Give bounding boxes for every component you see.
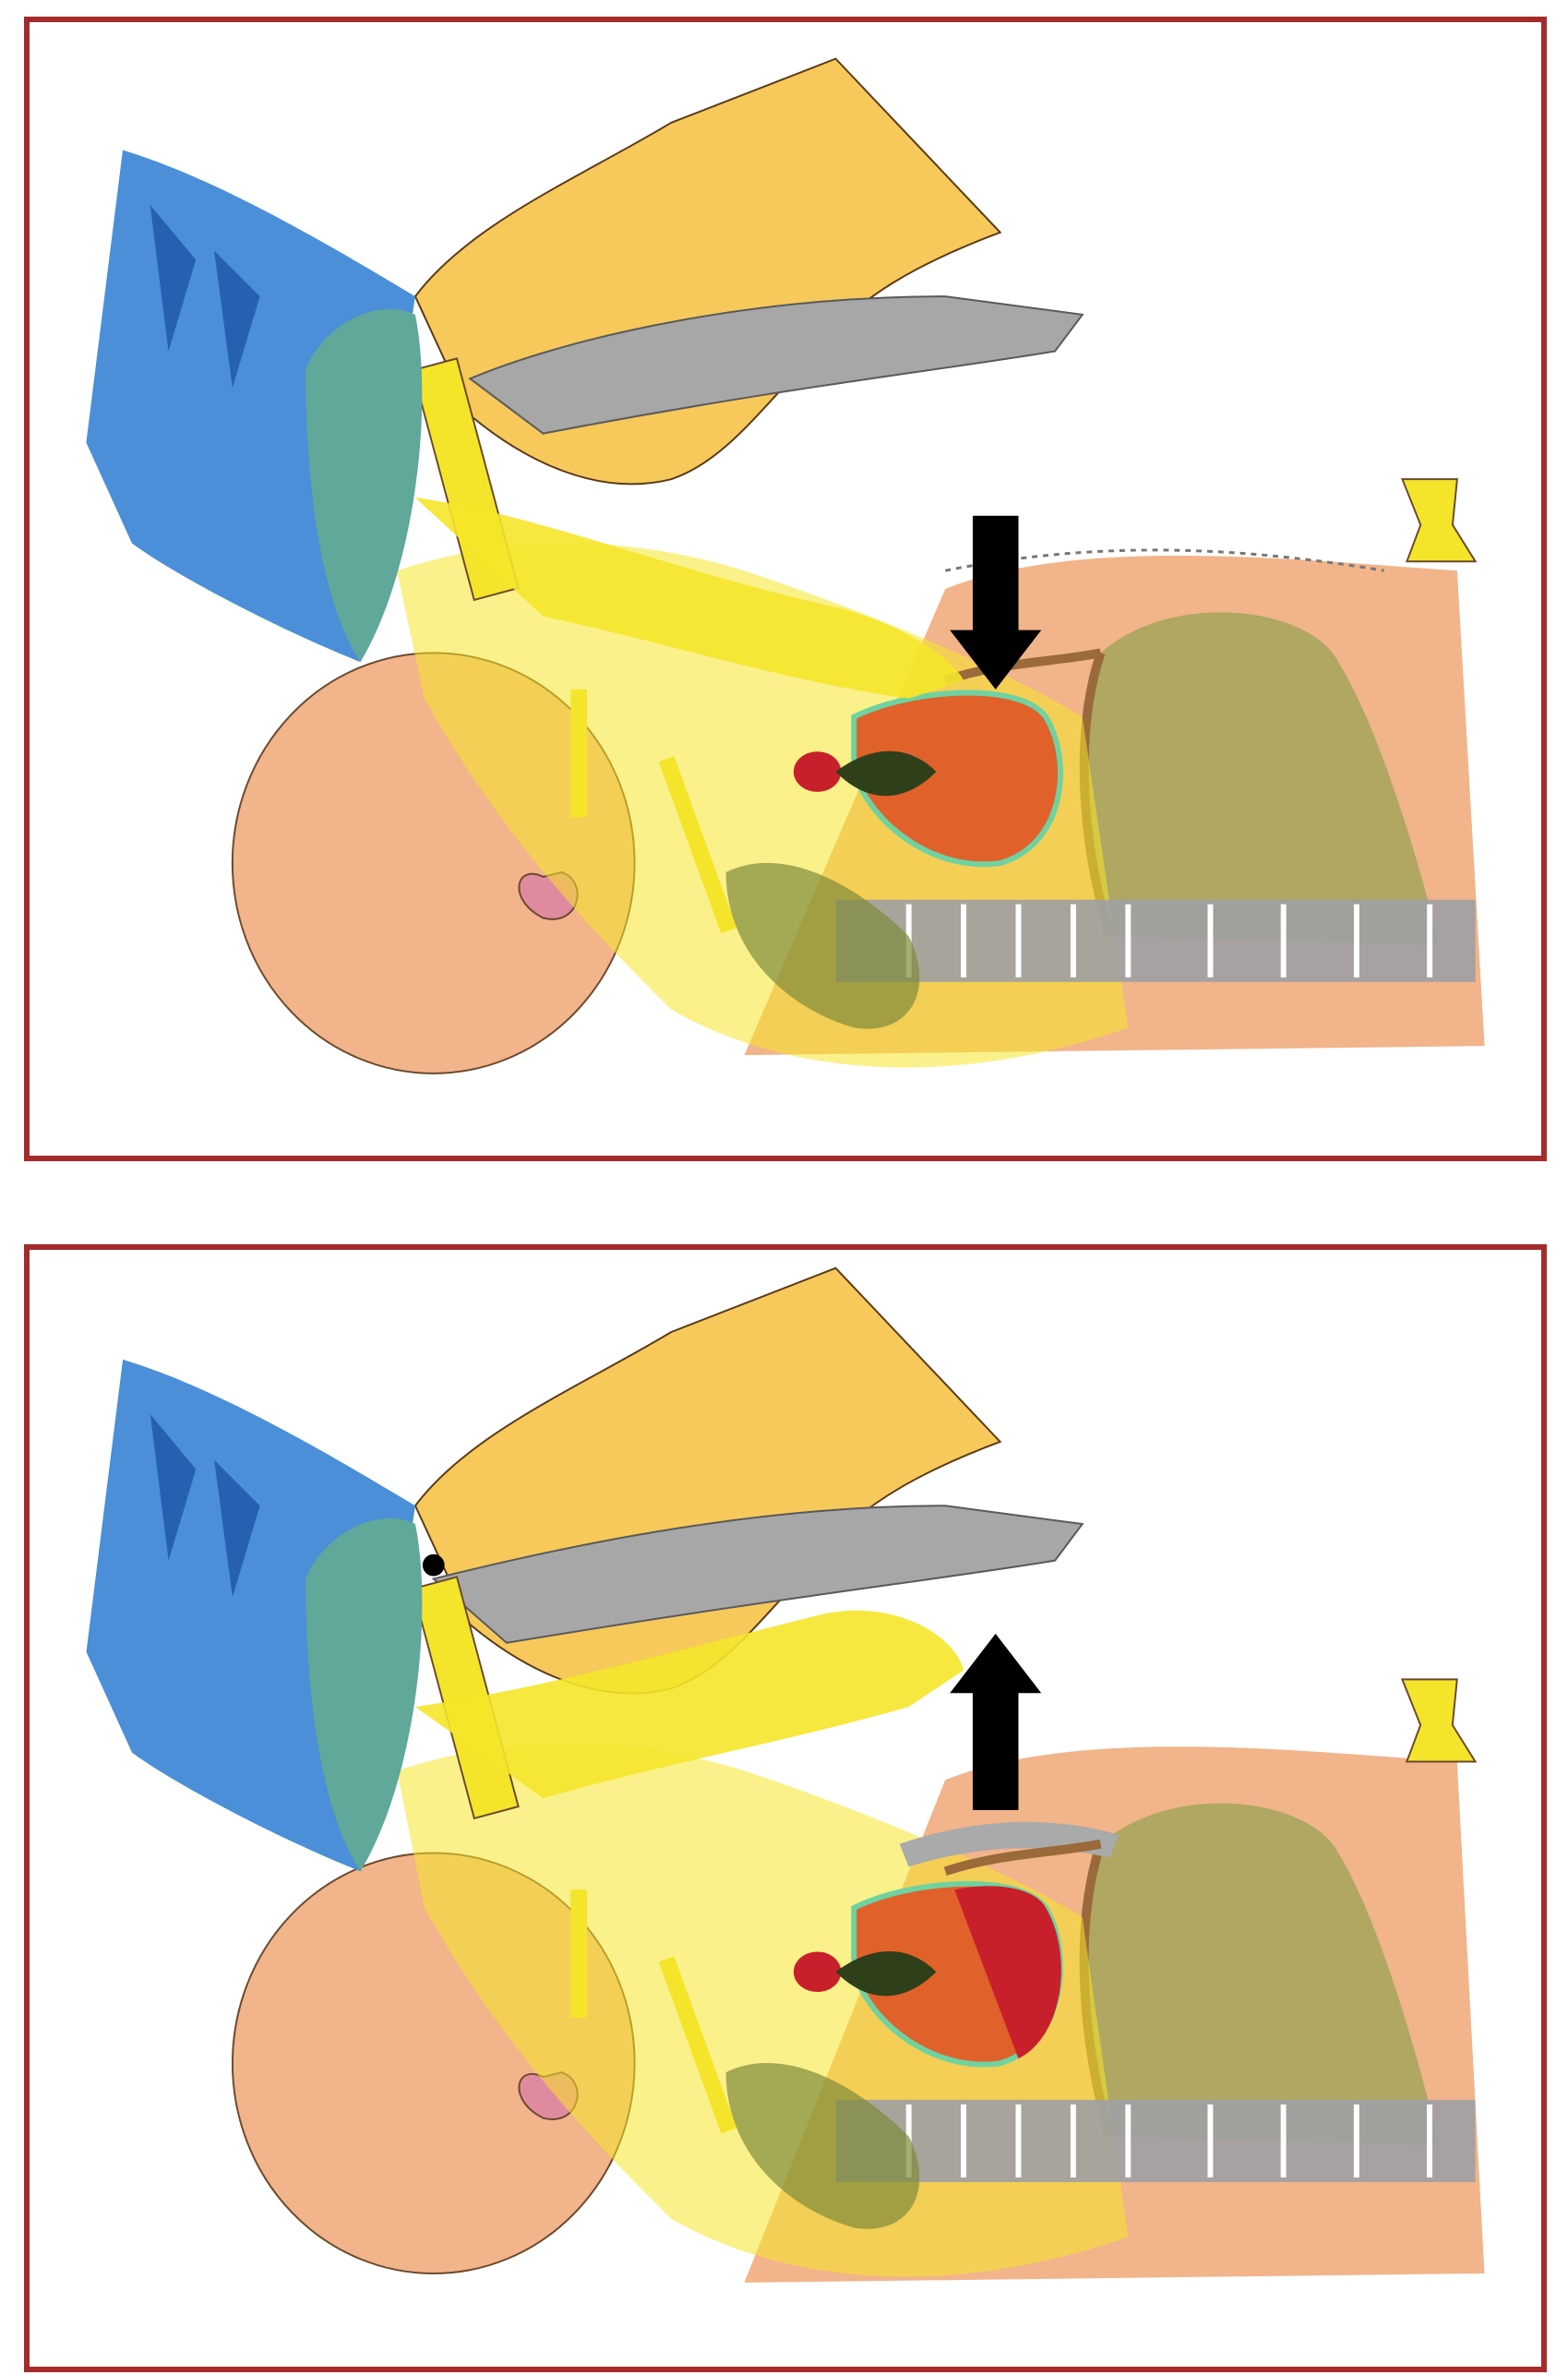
illustration-panel-bottom [24,1244,1547,2372]
heart-vessel [794,751,841,792]
structure-bar [570,1889,587,2018]
spine [835,2100,1475,2182]
intubation-illustration-bottom [30,1250,1541,2367]
spine [835,900,1475,982]
stethoscope-marker [1402,1679,1475,1761]
gloved-hand [415,59,1000,485]
stethoscope-marker [1402,479,1475,561]
intubation-illustration-top [30,22,1541,1156]
illustration-panel-top [24,17,1547,1161]
heart-vessel [794,1951,841,1992]
structure-bar [570,690,587,818]
laryngoscope-light [423,1554,445,1577]
